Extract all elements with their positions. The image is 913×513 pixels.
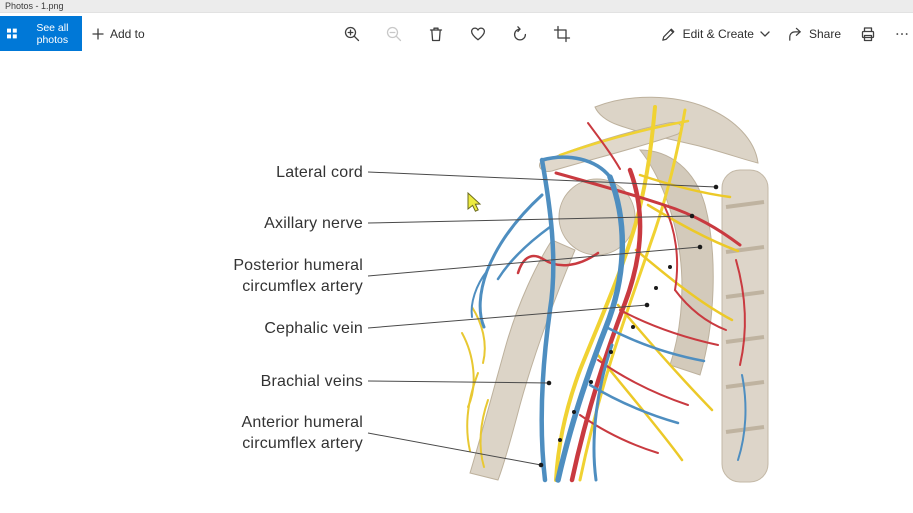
- veins-group: [470, 155, 747, 483]
- label-text: circumflex artery: [242, 435, 363, 452]
- see-more-icon: [896, 33, 908, 35]
- delete-button[interactable]: [425, 23, 447, 45]
- share-button[interactable]: Share: [786, 26, 841, 43]
- trash-icon: [429, 27, 442, 42]
- edit-create-label: Edit & Create: [682, 27, 754, 41]
- image-viewer-canvas[interactable]: Lateral cord Axillary nerve Posterior hu…: [0, 55, 913, 513]
- crop-icon: [553, 25, 570, 43]
- see-more-button[interactable]: [895, 23, 909, 45]
- label-text: Brachial veins: [260, 373, 363, 390]
- rotate-button[interactable]: [509, 23, 531, 45]
- figure-label-lateral-cord: Lateral cord: [276, 162, 363, 183]
- chevron-down-icon: [760, 31, 770, 37]
- window-title: Photos - 1.png: [5, 1, 64, 11]
- titlebar: Photos - 1.png: [0, 0, 913, 13]
- edit-create-icon: [661, 28, 674, 41]
- heart-icon: [470, 27, 485, 41]
- toolbar-right-actions: Edit & Create Share: [660, 13, 909, 55]
- zoom-out-icon: [386, 26, 401, 42]
- label-text: Lateral cord: [276, 164, 363, 181]
- edit-create-button[interactable]: Edit & Create: [660, 26, 770, 43]
- nerve-left-branches: [461, 306, 489, 468]
- see-all-photos-label: See all photos: [36, 21, 69, 46]
- label-text: Cephalic vein: [264, 320, 363, 337]
- print-button[interactable]: [857, 23, 879, 45]
- zoom-in-button[interactable]: [341, 23, 363, 45]
- leader-line-cephalic-vein: [367, 304, 648, 329]
- share-label: Share: [808, 27, 841, 41]
- figure-label-anterior-humeral: Anterior humeral circumflex artery: [242, 412, 363, 454]
- arteries-group: [516, 122, 746, 483]
- figure-label-axillary-nerve: Axillary nerve: [264, 213, 363, 234]
- share-icon: [789, 27, 801, 41]
- label-dots-group: [538, 184, 719, 468]
- zoom-in-icon: [344, 26, 359, 42]
- label-text: circumflex artery: [242, 278, 363, 295]
- leader-line-axillary-nerve: [367, 215, 693, 224]
- label-text: Posterior humeral: [233, 257, 363, 274]
- leader-line-brachial-veins: [367, 380, 550, 384]
- humerus-shaft: [469, 239, 576, 481]
- leader-line-anterior-humeral: [367, 432, 542, 466]
- cephalic-vein-path: [539, 157, 556, 483]
- scapula-blade: [638, 149, 714, 376]
- see-all-photos-button[interactable]: See all photos: [0, 16, 82, 51]
- leader-lines-group: [367, 171, 717, 466]
- rib-gaps: [725, 200, 765, 434]
- photos-grid-icon: [7, 28, 17, 39]
- leader-line-lateral-cord: [367, 171, 717, 188]
- figure-label-brachial-veins: Brachial veins: [261, 371, 363, 392]
- printer-icon: [861, 27, 875, 42]
- label-text: Anterior humeral: [241, 414, 363, 431]
- crop-button[interactable]: [551, 23, 573, 45]
- toolbar-center-icons: [341, 13, 573, 55]
- leader-line-posterior-humeral: [367, 246, 701, 277]
- plus-icon: [92, 27, 104, 40]
- mouse-cursor: [467, 191, 482, 212]
- zoom-out-button[interactable]: [383, 23, 405, 45]
- favorite-button[interactable]: [467, 23, 489, 45]
- toolbar: See all photos Add to: [0, 13, 913, 55]
- anatomy-illustration: [367, 96, 769, 483]
- add-to-label: Add to: [110, 26, 145, 41]
- add-to-button[interactable]: Add to: [92, 16, 145, 51]
- figure-label-cephalic-vein: Cephalic vein: [264, 318, 363, 339]
- label-text: Axillary nerve: [264, 215, 363, 232]
- rotate-icon: [513, 26, 526, 41]
- figure-label-posterior-humeral: Posterior humeral circumflex artery: [233, 255, 363, 297]
